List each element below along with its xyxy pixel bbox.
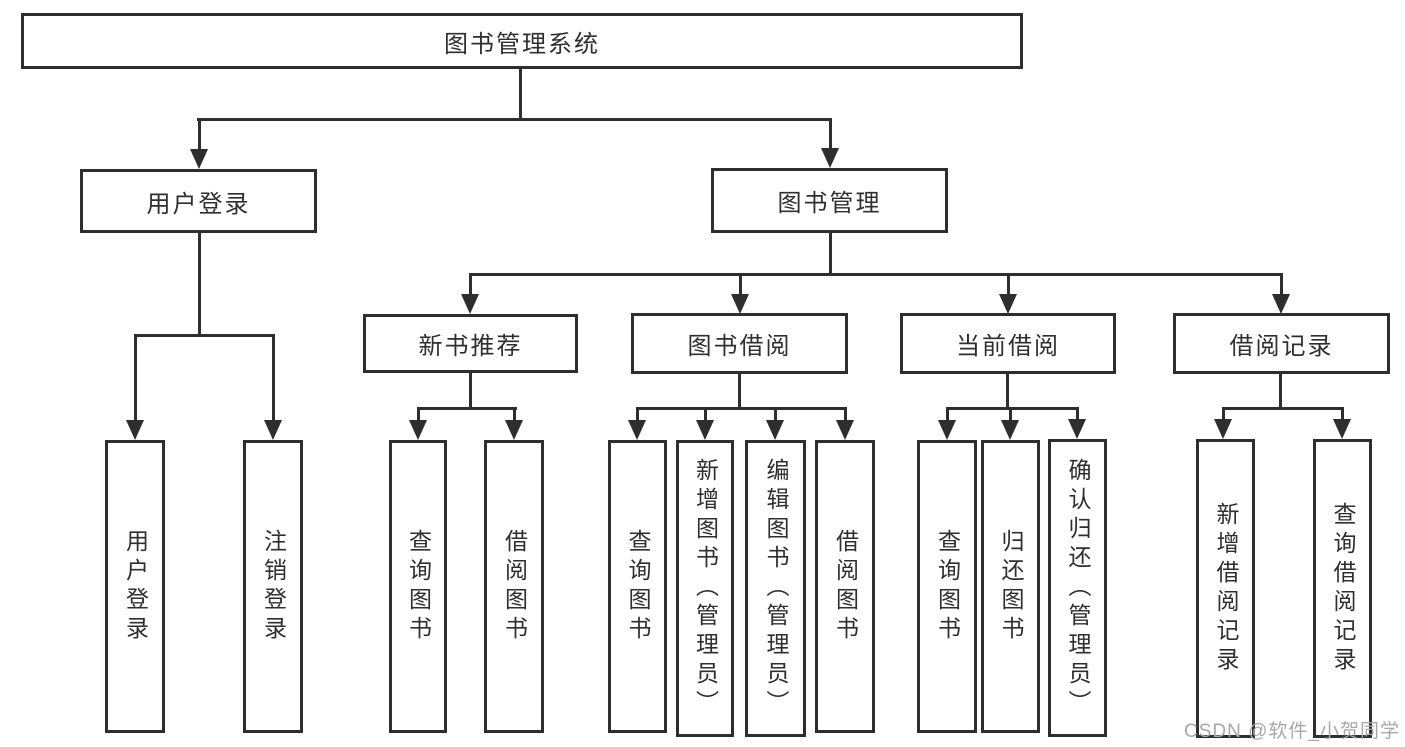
edge-arrowhead-icon (461, 294, 479, 314)
edge-line (272, 334, 275, 424)
edge-arrowhead-icon (1333, 419, 1351, 439)
leaf-current-return-books: 归还图书 (981, 440, 1040, 733)
leaf-logout: 注销登录 (243, 440, 303, 733)
leaf-borrowing-borrow-books: 借阅图书 (815, 440, 875, 733)
edge-line (1076, 407, 1079, 423)
leaf-records-add-record: 新增借阅记录 (1196, 439, 1255, 738)
leaf-current-confirm-return-admin: 确认归还（管理员） (1048, 439, 1107, 737)
leaf-recommend-query-books: 查询图书 (389, 440, 447, 733)
node-new-book-recommend: 新书推荐 (363, 314, 578, 373)
leaf-borrowing-edit-books-admin: 编辑图书（管理员） (745, 440, 806, 737)
edge-arrowhead-icon (836, 420, 854, 440)
edge-line (946, 407, 949, 423)
edge-line (1280, 273, 1283, 298)
edge-line (829, 233, 832, 276)
edge-line (519, 69, 522, 121)
leaf-borrowing-query-books: 查询图书 (608, 440, 667, 733)
leaf-user-login-label: 用户登录 (122, 528, 149, 645)
edge-line (829, 118, 832, 152)
edge-line (469, 273, 1282, 276)
edge-line (134, 334, 275, 337)
leaf-borrowing-edit-books-admin-label: 编辑图书（管理员） (763, 458, 789, 719)
edge-arrowhead-icon (409, 420, 427, 440)
leaf-records-query-record-label: 查询借阅记录 (1330, 501, 1356, 676)
node-user-login: 用户登录 (80, 169, 317, 233)
edge-line (636, 407, 847, 410)
edge-line (469, 373, 472, 410)
leaf-current-query-books-label: 查询图书 (934, 528, 961, 645)
edge-line (1222, 407, 1225, 423)
edge-line (1007, 273, 1010, 298)
edge-line (1279, 374, 1282, 410)
leaf-records-query-record: 查询借阅记录 (1313, 439, 1372, 738)
edge-arrowhead-icon (264, 420, 282, 440)
edge-line (469, 273, 472, 298)
leaf-recommend-borrow-books-label: 借阅图书 (501, 528, 528, 645)
edge-line (134, 334, 137, 424)
watermark-text: CSDN @软件_小贺同学 (1184, 721, 1400, 742)
edge-line (198, 118, 201, 153)
edge-arrowhead-icon (1272, 294, 1290, 314)
edge-line (417, 407, 420, 423)
edge-line (946, 407, 1079, 410)
node-borrow-records: 借阅记录 (1173, 313, 1390, 374)
edge-arrowhead-icon (821, 148, 839, 168)
leaf-borrowing-borrow-books-label: 借阅图书 (832, 528, 859, 645)
edge-line (417, 407, 517, 410)
node-current-borrowing: 当前借阅 (900, 313, 1116, 374)
edge-arrowhead-icon (126, 420, 144, 440)
edge-line (197, 118, 832, 121)
node-root: 图书管理系统 (21, 13, 1023, 69)
edge-line (198, 233, 201, 337)
leaf-recommend-borrow-books: 借阅图书 (484, 440, 544, 733)
node-borrow-records-label: 借阅记录 (1229, 333, 1334, 360)
edge-line (636, 407, 639, 423)
edge-arrowhead-icon (999, 294, 1017, 314)
edge-line (739, 273, 742, 298)
leaf-current-return-books-label: 归还图书 (998, 528, 1024, 645)
edge-line (513, 407, 516, 423)
leaf-current-confirm-return-admin-label: 确认归还（管理员） (1065, 457, 1091, 719)
node-root-label: 图书管理系统 (444, 30, 600, 58)
leaf-borrowing-query-books-label: 查询图书 (625, 528, 651, 645)
leaf-logout-label: 注销登录 (260, 528, 287, 645)
node-book-borrowing: 图书借阅 (631, 313, 848, 374)
edge-arrowhead-icon (1001, 420, 1019, 440)
edge-line (844, 407, 847, 423)
edge-line (1006, 374, 1009, 410)
edge-arrowhead-icon (938, 420, 956, 440)
edge-arrowhead-icon (1068, 419, 1086, 439)
edge-line (738, 374, 741, 410)
node-current-borrowing-label: 当前借阅 (956, 333, 1060, 360)
node-new-book-recommend-label: 新书推荐 (418, 333, 523, 360)
edge-arrowhead-icon (731, 294, 749, 314)
node-book-management: 图书管理 (711, 168, 948, 233)
node-book-borrowing-label: 图书借阅 (687, 333, 792, 360)
edge-arrowhead-icon (628, 420, 646, 440)
leaf-records-add-record-label: 新增借阅记录 (1213, 501, 1239, 676)
leaf-current-query-books: 查询图书 (917, 440, 977, 733)
edge-line (1341, 407, 1344, 423)
leaf-borrowing-add-books-admin-label: 新增图书（管理员） (692, 458, 719, 719)
edge-arrowhead-icon (1214, 419, 1232, 439)
leaf-recommend-query-books-label: 查询图书 (405, 528, 432, 645)
edge-arrowhead-icon (766, 420, 784, 440)
edge-arrowhead-icon (190, 149, 208, 169)
node-book-management-label: 图书管理 (777, 190, 882, 217)
leaf-user-login: 用户登录 (105, 440, 165, 733)
leaf-borrowing-add-books-admin: 新增图书（管理员） (676, 440, 734, 737)
edge-line (1009, 407, 1012, 423)
node-user-login-label: 用户登录 (146, 190, 251, 218)
edge-arrowhead-icon (505, 420, 523, 440)
edge-line (774, 407, 777, 423)
edge-line (1222, 407, 1344, 410)
edge-arrowhead-icon (696, 420, 714, 440)
edge-line (704, 407, 707, 423)
